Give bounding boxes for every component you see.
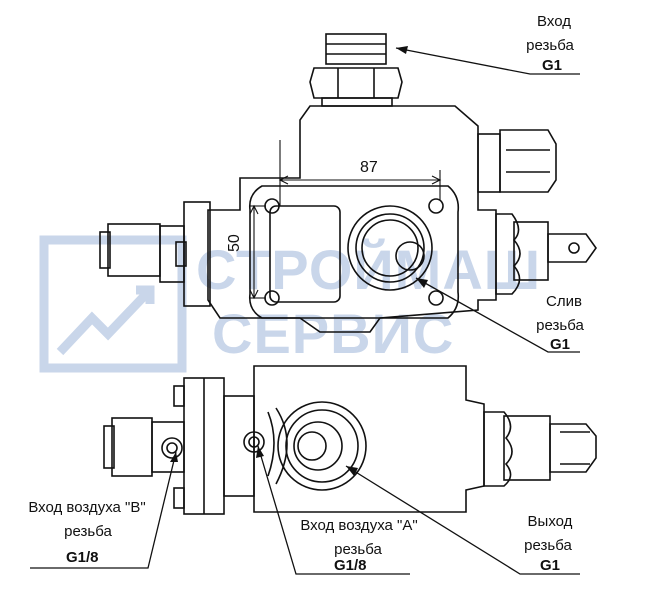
callout-outlet-thread: G1 bbox=[540, 557, 561, 574]
callout-air-b-title: Вход воздуха "В" bbox=[28, 499, 146, 516]
callout-inlet-title: Вход bbox=[537, 13, 571, 30]
right-bellows-bottom bbox=[483, 411, 597, 487]
left-cylinder-top bbox=[99, 201, 211, 307]
bottom-body-outline bbox=[253, 365, 485, 513]
callout-air-a-sub: резьба bbox=[334, 541, 382, 558]
callout-drain-thread: G1 bbox=[550, 336, 571, 353]
right-bellows-top bbox=[495, 213, 597, 295]
callout-drain-sub: резьба bbox=[536, 317, 584, 334]
dimension-87-label: 87 bbox=[360, 159, 378, 176]
callout-outlet-sub: резьба bbox=[524, 537, 572, 554]
top-body-outline bbox=[207, 105, 497, 333]
leader-lines bbox=[30, 47, 580, 575]
callout-inlet-thread: G1 bbox=[542, 57, 563, 74]
callout-air-b-thread: G1/8 bbox=[66, 549, 99, 566]
top-inlet-fitting bbox=[309, 33, 403, 107]
callout-outlet-title: Выход bbox=[527, 513, 573, 530]
dimension-50-label: 50 bbox=[226, 234, 243, 252]
right-side-fitting bbox=[477, 129, 557, 193]
callout-air-b-sub: резьба bbox=[64, 523, 112, 540]
left-cylinder-bottom bbox=[103, 377, 255, 515]
dimension-87-lines bbox=[278, 140, 442, 206]
callout-drain-title: Слив bbox=[546, 293, 582, 310]
callout-air-a-title: Вход воздуха "А" bbox=[300, 517, 418, 534]
dimension-50-lines bbox=[249, 204, 266, 300]
flange-plate bbox=[248, 185, 460, 319]
callout-inlet-sub: резьба bbox=[526, 37, 574, 54]
callout-air-a-thread: G1/8 bbox=[334, 557, 367, 574]
watermark-line-1: СТРОЙМАШ bbox=[196, 238, 542, 301]
